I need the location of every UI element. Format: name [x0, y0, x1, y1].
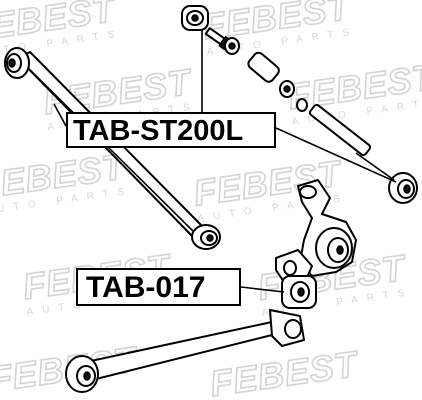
- part-label-tab-017: TAB-017: [76, 268, 241, 306]
- bolt-assembly: [181, 5, 418, 204]
- leader-st200l-right: [275, 127, 397, 183]
- part-label-tab-st200l: TAB-ST200L: [66, 112, 276, 148]
- knuckle-assembly: [275, 179, 357, 309]
- leader-017: [240, 286, 285, 293]
- lower-arm: [65, 309, 305, 393]
- svg-text:FEBEST: FEBEST: [208, 343, 362, 400]
- leader-lines: [53, 30, 397, 293]
- leader-st200l-arm: [53, 103, 67, 127]
